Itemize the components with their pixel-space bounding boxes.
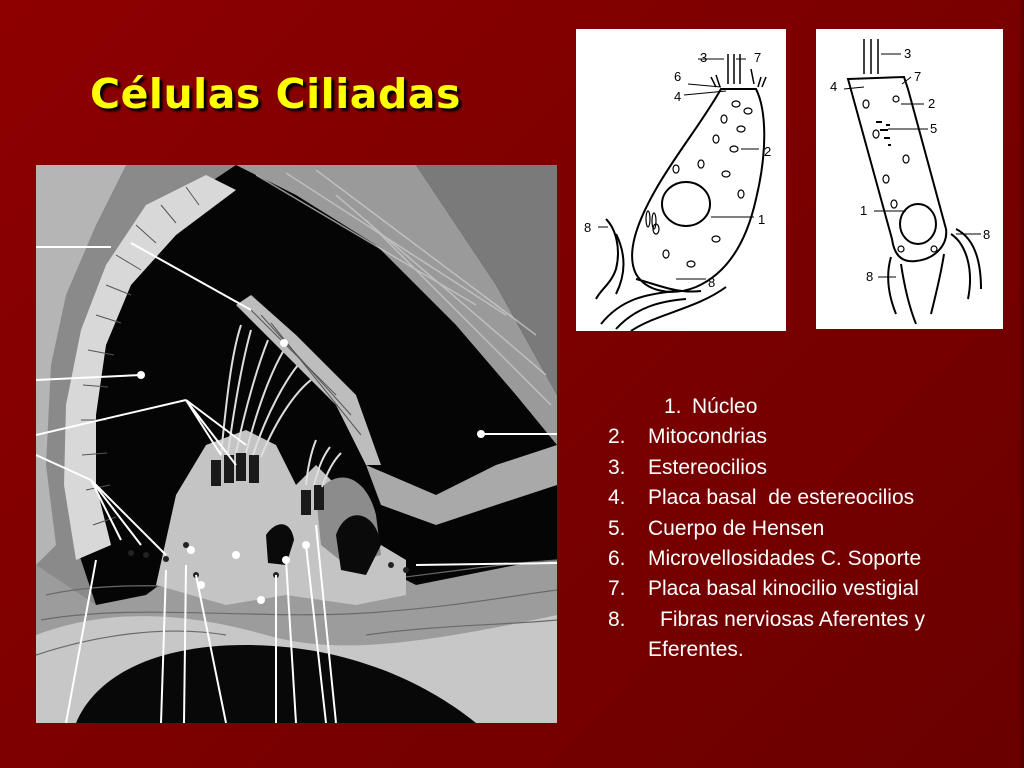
legend-item: 1. Núcleo (608, 392, 1008, 422)
legend-item-text: Fibras nerviosas Aferentes y (660, 607, 925, 631)
legend-item-number: 1. (664, 395, 682, 418)
legend-item: 2. Mitocondrias (608, 422, 1008, 452)
label-5: 5 (930, 121, 937, 136)
legend-item-text: Mitocondrias (648, 425, 768, 449)
legend-list: 1. Núcleo 2. Mitocondrias 3. Estereocili… (608, 392, 1008, 666)
label-8: 8 (708, 275, 715, 290)
hair-cell-type2-figure: 3 4 7 2 5 1 8 8 (816, 29, 1003, 329)
label-1: 1 (758, 212, 765, 227)
legend-item-text: Estereocilios (648, 455, 768, 479)
legend-item: 3. Estereocilios (608, 453, 1008, 483)
label-6: 6 (674, 69, 681, 84)
label-8: 8 (866, 269, 873, 284)
label-8: 8 (584, 220, 591, 235)
legend-item-number: 3. (608, 455, 626, 479)
slide-title: Células Ciliadas (90, 70, 461, 118)
legend-item-text: Núcleo (692, 395, 758, 418)
legend-item-text: Placa basal de estereocilios (648, 486, 915, 510)
legend-item-number: 5. (608, 516, 626, 540)
legend-item: 4. Placa basal de estereocilios (608, 483, 1008, 513)
cochlea-histology-illustration (36, 165, 557, 723)
label-1: 1 (860, 203, 867, 218)
legend-item-number: 4. (608, 486, 626, 510)
label-7: 7 (754, 50, 761, 65)
label-4: 4 (674, 89, 681, 104)
legend-item-text: Placa basal kinocilio vestigial (648, 577, 919, 601)
label-3: 3 (904, 46, 911, 61)
label-3: 3 (700, 50, 707, 65)
legend-item-text: Eferentes. (648, 638, 744, 662)
label-8: 8 (983, 227, 990, 242)
label-2: 2 (764, 144, 771, 159)
label-2: 2 (928, 96, 935, 111)
legend-item-number: 7. (608, 577, 626, 601)
label-4: 4 (830, 79, 837, 94)
slide-edge-shadow (1018, 0, 1024, 768)
legend-item-number: 2. (608, 425, 626, 449)
hair-cell-type-1-diagram: 3 7 6 4 2 1 8 8 (584, 50, 771, 331)
histology-image (36, 165, 557, 723)
legend-item-continuation: Eferentes. (608, 635, 1008, 665)
legend-item: 6. Microvellosidades C. Soporte (608, 544, 1008, 574)
legend-item: 7. Placa basal kinocilio vestigial (608, 574, 1008, 604)
legend-item: 5. Cuerpo de Hensen (608, 514, 1008, 544)
legend-item-text: Cuerpo de Hensen (648, 516, 825, 540)
label-7: 7 (914, 69, 921, 84)
legend-item-text: Microvellosidades C. Soporte (648, 547, 922, 571)
legend-item-number: 6. (608, 547, 626, 571)
legend-item: 8. Fibras nerviosas Aferentes y (608, 605, 1008, 635)
hair-cell-type1-figure: 3 7 6 4 2 1 8 8 (576, 29, 786, 331)
legend-item-number: 8. (608, 607, 626, 631)
hair-cell-type-2-diagram: 3 4 7 2 5 1 8 8 (830, 39, 990, 325)
